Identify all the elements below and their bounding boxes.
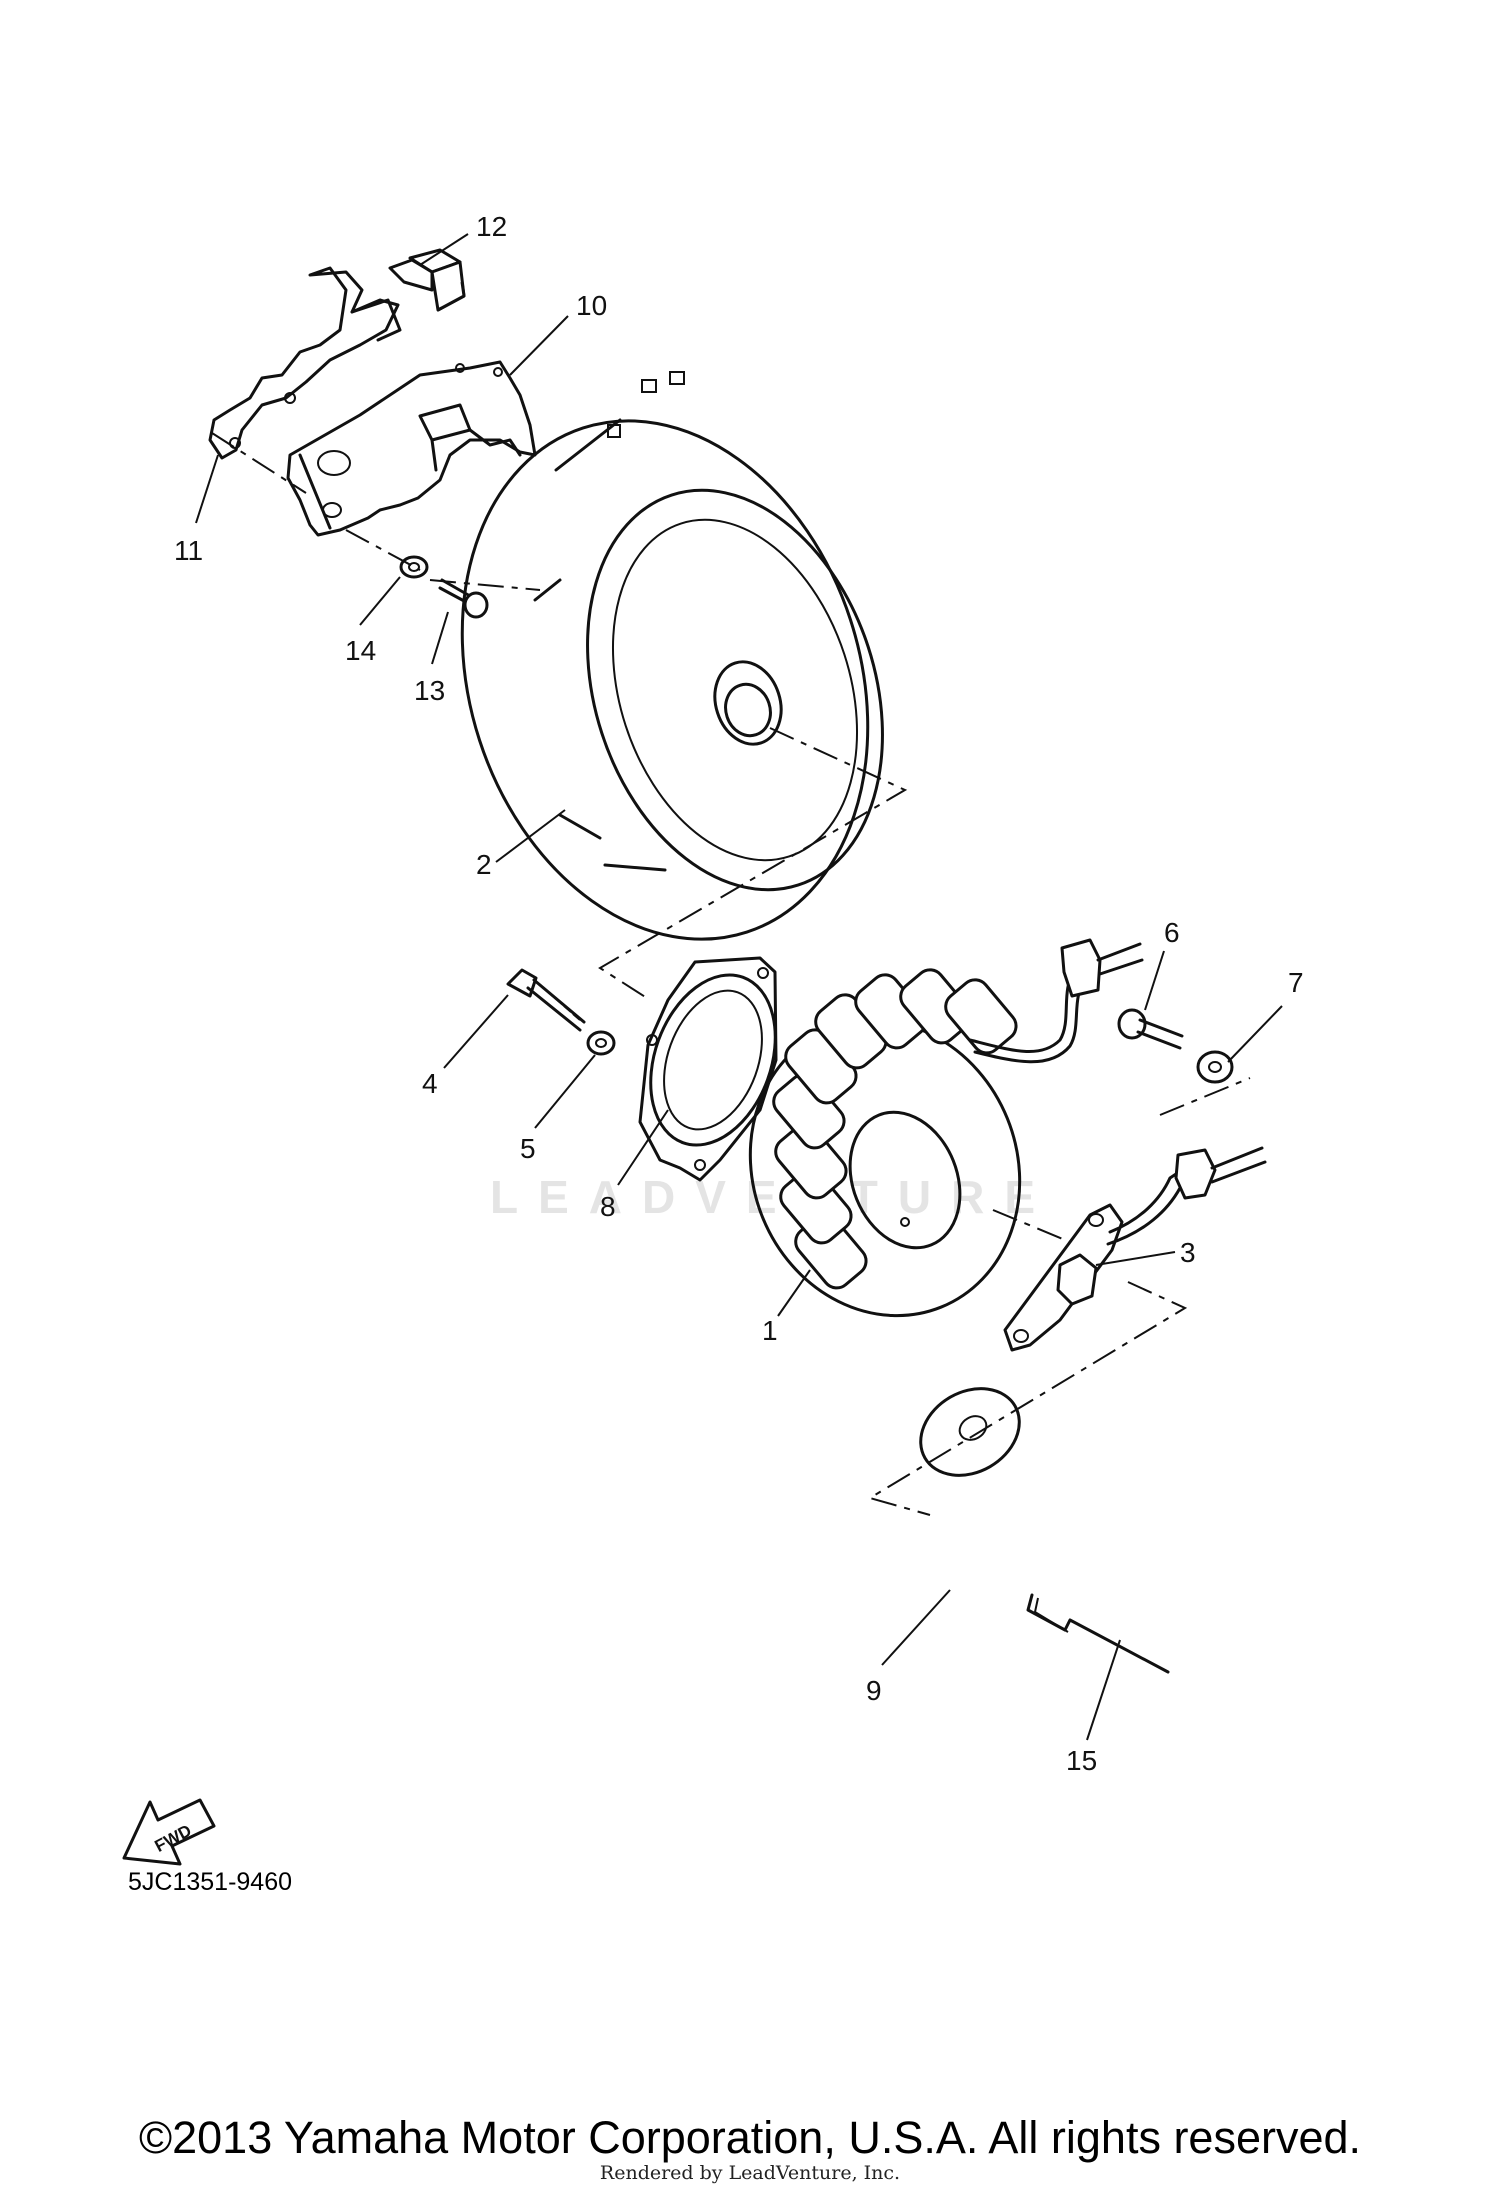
part-10-cover <box>286 360 537 537</box>
callout-11: 11 <box>174 535 203 566</box>
callout-3: 3 <box>1180 1237 1196 1268</box>
part-11-bracket <box>208 266 402 460</box>
callout-labels: 12 10 11 14 13 2 6 7 4 5 8 3 1 9 15 <box>174 211 1304 1776</box>
copyright-notice: ©2013 Yamaha Motor Corporation, U.S.A. A… <box>138 2112 1362 2163</box>
part-3-pickup-coil <box>1003 1146 1267 1352</box>
callout-14: 14 <box>345 635 376 666</box>
callout-9: 9 <box>866 1675 882 1706</box>
callout-15: 15 <box>1066 1745 1097 1776</box>
part-14-washer <box>399 555 429 579</box>
callout-4: 4 <box>422 1068 438 1099</box>
leader-lines <box>195 233 1283 1741</box>
callout-12: 12 <box>476 211 507 242</box>
callout-2: 2 <box>476 849 492 880</box>
callout-8: 8 <box>600 1191 616 1222</box>
callout-5: 5 <box>520 1133 536 1164</box>
callout-1: 1 <box>762 1315 778 1346</box>
part-15-clip <box>1026 1593 1170 1674</box>
part-1-stator <box>748 938 1144 1318</box>
callout-13: 13 <box>414 675 445 706</box>
part-5-washer <box>586 1030 616 1056</box>
part-13-screw <box>438 578 489 619</box>
rendered-by-credit: Rendered by LeadVenture, Inc. <box>599 2162 901 2184</box>
part-8-plate <box>638 956 778 1182</box>
callout-10: 10 <box>576 290 607 321</box>
diagram-code: 5JC1351-9460 <box>128 1868 293 1896</box>
callout-7: 7 <box>1288 967 1304 998</box>
part-2-rotor <box>460 371 884 941</box>
part-12-cap <box>388 248 466 312</box>
callout-6: 6 <box>1164 917 1180 948</box>
part-4-bolt <box>506 968 586 1032</box>
fwd-arrow-icon: FWD <box>122 1798 216 1866</box>
part-7-washer <box>1196 1050 1234 1084</box>
part-6-bolt <box>1117 1008 1184 1050</box>
alignment-lines <box>211 432 1251 1516</box>
part-9-washer <box>919 1387 1021 1477</box>
